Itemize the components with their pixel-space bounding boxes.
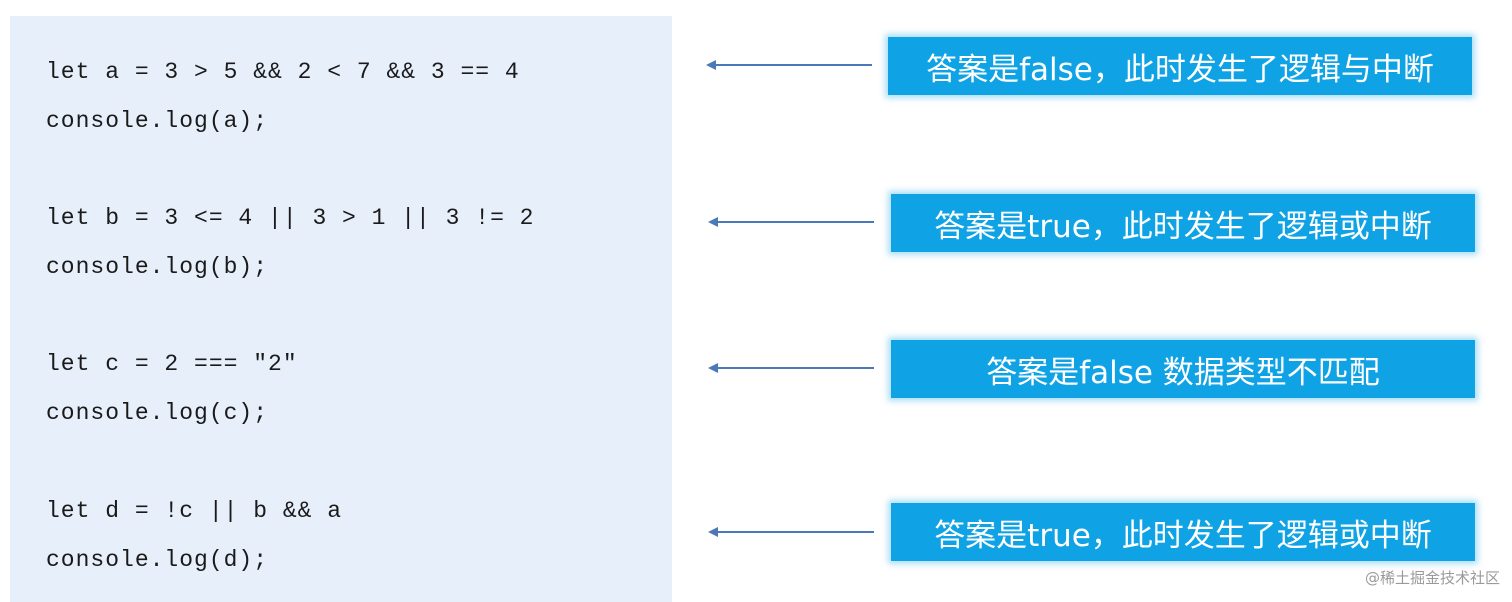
code-panel (10, 16, 672, 602)
arrow-d (708, 525, 874, 539)
code-line-a-log: console.log(a); (46, 108, 269, 134)
code-line-b-declaration: let b = 3 <= 4 || 3 > 1 || 3 != 2 (46, 205, 535, 231)
arrow-shaft (718, 531, 874, 533)
arrow-a (706, 58, 872, 72)
arrow-head-icon (706, 60, 716, 70)
code-line-d-declaration: let d = !c || b && a (46, 498, 343, 524)
code-line-c-log: console.log(c); (46, 400, 269, 426)
arrow-shaft (718, 367, 874, 369)
code-line-b-log: console.log(b); (46, 254, 269, 280)
arrow-b (708, 215, 874, 229)
arrow-head-icon (708, 527, 718, 537)
arrow-head-icon (708, 217, 718, 227)
answer-box-d: 答案是true，此时发生了逻辑或中断 (891, 503, 1475, 561)
answer-box-b: 答案是true，此时发生了逻辑或中断 (891, 194, 1475, 252)
arrow-shaft (718, 221, 874, 223)
answer-box-a: 答案是false，此时发生了逻辑与中断 (888, 37, 1472, 95)
arrow-c (708, 361, 874, 375)
code-line-c-declaration: let c = 2 === "2" (46, 351, 298, 377)
answer-box-c: 答案是false 数据类型不匹配 (891, 340, 1475, 398)
arrow-shaft (716, 64, 872, 66)
code-line-d-log: console.log(d); (46, 547, 269, 573)
watermark: @稀土掘金技术社区 (1364, 569, 1500, 587)
arrow-head-icon (708, 363, 718, 373)
code-line-a-declaration: let a = 3 > 5 && 2 < 7 && 3 == 4 (46, 59, 520, 85)
